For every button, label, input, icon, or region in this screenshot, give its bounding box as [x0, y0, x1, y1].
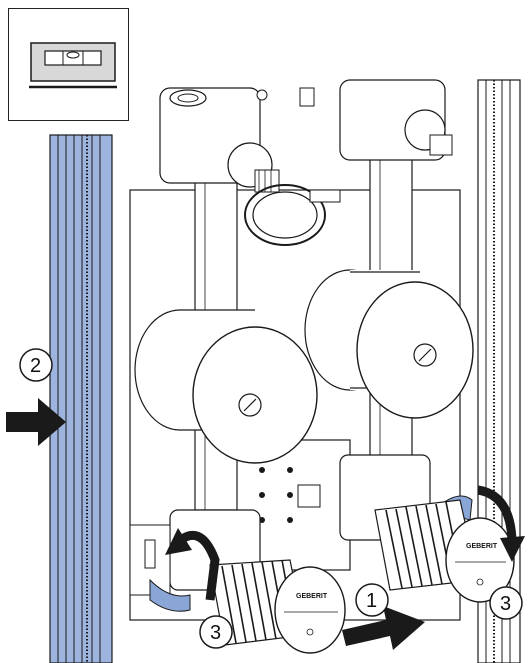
- spirit-level-inset: [8, 8, 129, 121]
- left-corrugated-sleeve: GEBERIT: [209, 559, 346, 654]
- right-valve-post: [256, 79, 453, 481]
- left-insulation-cap: [134, 309, 318, 464]
- rotate-arrow-icon: [477, 485, 525, 562]
- callout-step-3-right: 3: [489, 586, 523, 620]
- right-corrugated-sleeve: GEBERIT: [374, 499, 515, 603]
- callout-step-3-left: 3: [199, 615, 233, 649]
- callout-step-1: 1: [355, 583, 389, 617]
- push-arrow-icon: [342, 606, 425, 650]
- left-rail: [49, 134, 113, 663]
- push-arrow-icon: [6, 398, 66, 446]
- callout-step-2: 2: [19, 348, 53, 382]
- callout-step-2-number: 2: [30, 355, 41, 377]
- brand-label-right: GEBERIT: [466, 543, 498, 550]
- pipe-clamp: [244, 184, 341, 246]
- brand-label-left: GEBERIT: [296, 593, 328, 600]
- rotate-arrow-icon: [165, 528, 220, 601]
- right-insulation-cap: [304, 269, 474, 419]
- callout-step-1-number: 1: [366, 590, 377, 612]
- callout-step-3-left-number: 3: [210, 622, 221, 644]
- callout-step-3-right-number: 3: [500, 593, 511, 615]
- spirit-level-icon: [29, 42, 117, 89]
